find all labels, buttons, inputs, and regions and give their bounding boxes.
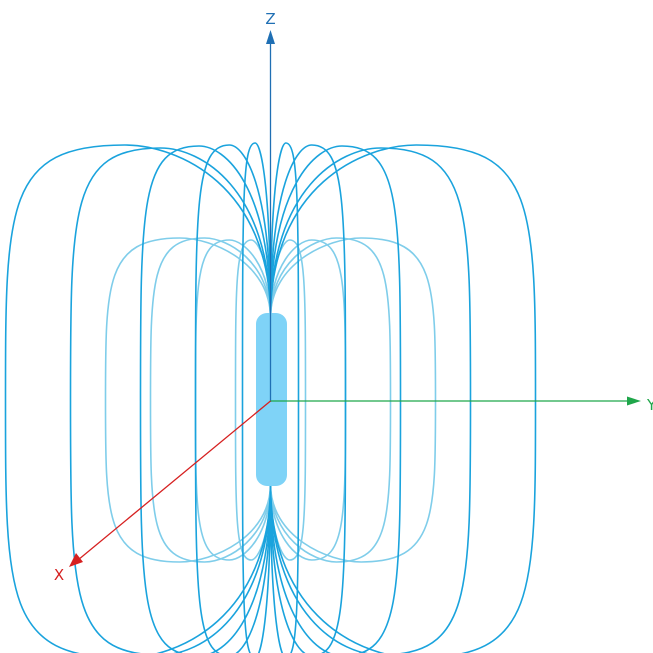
inner-field-line	[269, 237, 392, 563]
y-axis-arrowhead	[627, 396, 641, 406]
inner-field-line	[234, 239, 272, 561]
z-axis-arrowhead	[266, 30, 275, 44]
y-axis-label: Y	[646, 396, 653, 414]
outer-field-line	[139, 145, 272, 653]
outer-field-line	[269, 144, 537, 653]
bar-magnet	[256, 313, 287, 486]
z-axis-label: Z	[265, 10, 275, 28]
outer-field-line	[4, 144, 272, 653]
x-axis-label: X	[54, 566, 64, 584]
outer-field-line	[241, 142, 272, 653]
inner-field-line	[269, 237, 437, 563]
outer-field-line	[69, 147, 272, 653]
outer-field-line	[194, 144, 272, 653]
inner-field-line	[104, 237, 272, 563]
inner-field-lines	[104, 237, 437, 563]
x-axis-line	[77, 400, 271, 561]
x-axis-arrowhead	[69, 553, 83, 567]
inner-field-line	[149, 237, 272, 563]
